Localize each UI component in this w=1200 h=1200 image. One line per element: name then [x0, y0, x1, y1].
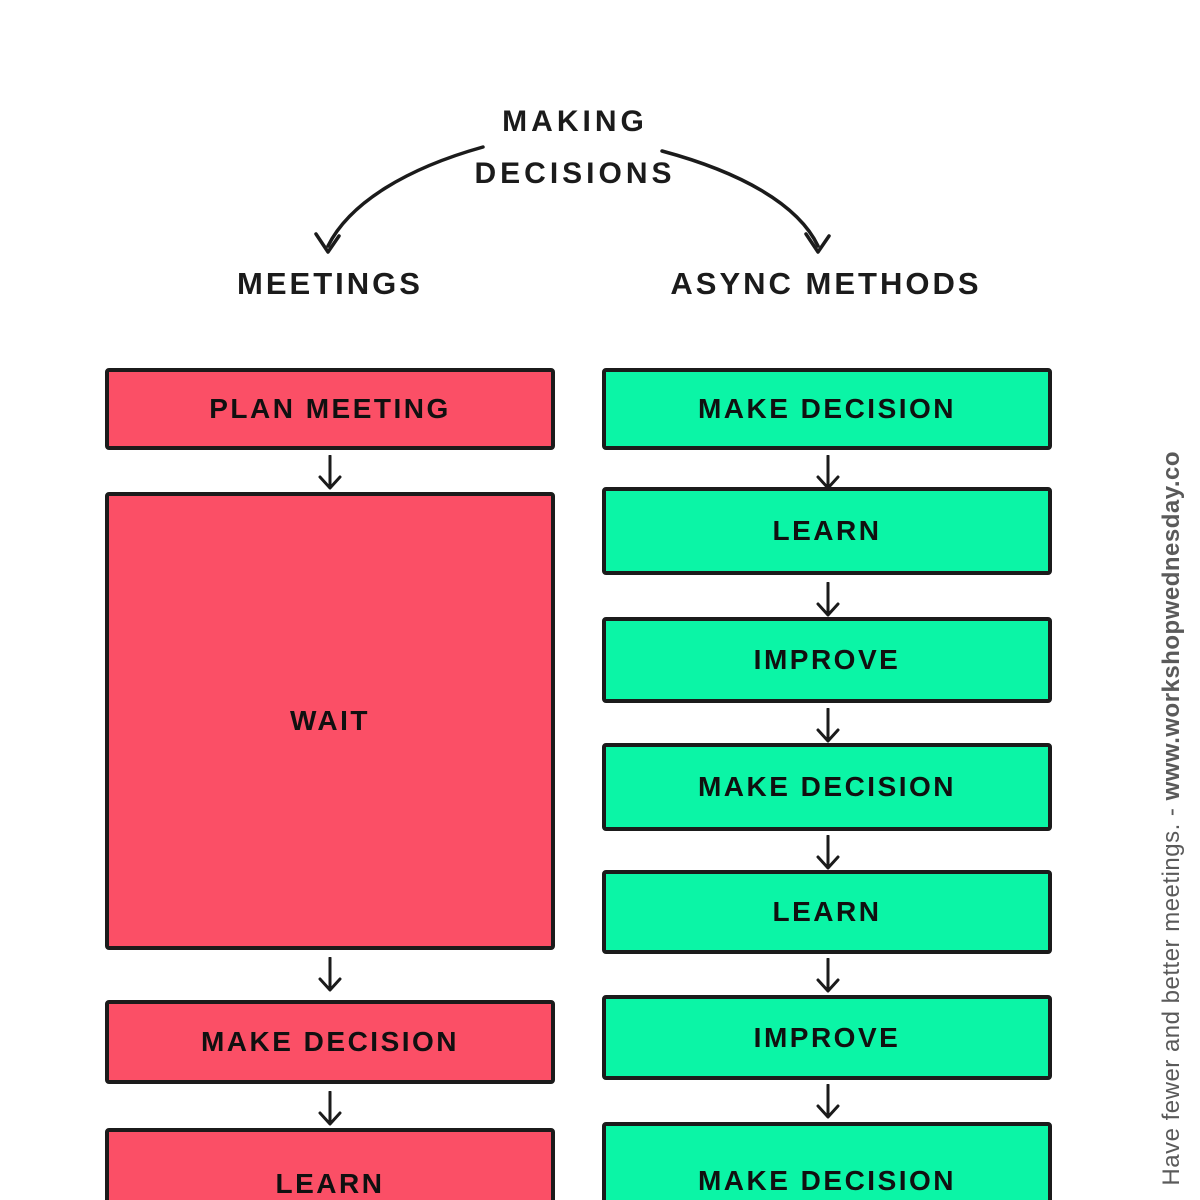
flow-box-label: MAKE DECISION [697, 1165, 957, 1196]
flow-box-make-decision: MAKE DECISION [105, 1000, 555, 1084]
flow-box-label: MAKE DECISION [697, 393, 957, 424]
watermark: Have fewer and better meetings. - www.wo… [1158, 451, 1186, 1186]
flow-box-make-decision: MAKE DECISION [602, 368, 1052, 450]
down-arrow-icon [815, 455, 841, 491]
flow-box-label: LEARN [772, 515, 882, 546]
down-arrow-icon [815, 835, 841, 871]
flow-box-label: IMPROVE [753, 1021, 901, 1053]
flow-box-wait: WAIT [105, 492, 555, 950]
down-arrow-icon [815, 958, 841, 994]
flow-box-make-decision: MAKE DECISION [602, 1122, 1052, 1200]
flow-box-label: LEARN [772, 896, 882, 927]
down-arrow-icon [815, 1084, 841, 1120]
flow-box-label: MAKE DECISION [697, 771, 957, 802]
flow-box-label: MAKE DECISION [200, 1026, 460, 1057]
flow-box-label: WAIT [290, 705, 370, 736]
flow-box-learn: LEARN [602, 870, 1052, 954]
diagram-title-line1: MAKING [502, 105, 648, 138]
flow-box-improve: IMPROVE [602, 995, 1052, 1080]
flow-box-label: PLAN MEETING [209, 393, 451, 424]
flow-box-label: IMPROVE [753, 644, 901, 675]
flow-box-label: LEARN [275, 1168, 385, 1199]
branch-arrows-icon [314, 145, 831, 254]
diagram-title-line2: DECISIONS [474, 157, 676, 190]
flow-box-learn: LEARN [602, 487, 1052, 575]
watermark-url: www.workshopwednesday.co [1158, 451, 1185, 801]
down-arrow-icon [317, 455, 343, 491]
down-arrow-icon [317, 957, 343, 993]
flow-box-make-decision: MAKE DECISION [602, 743, 1052, 831]
flow-box-learn: LEARN [105, 1128, 555, 1200]
down-arrow-icon [815, 582, 841, 618]
flow-box-plan-meeting: PLAN MEETING [105, 368, 555, 450]
down-arrow-icon [815, 708, 841, 744]
down-arrow-icon [317, 1091, 343, 1127]
diagram-title: MAKING DECISIONS [375, 96, 775, 200]
flow-box-improve: IMPROVE [602, 617, 1052, 703]
async-methods-heading: ASYNC METHODS [670, 266, 982, 301]
watermark-text: Have fewer and better meetings. - [1158, 800, 1185, 1186]
meetings-heading: MEETINGS [237, 266, 423, 301]
